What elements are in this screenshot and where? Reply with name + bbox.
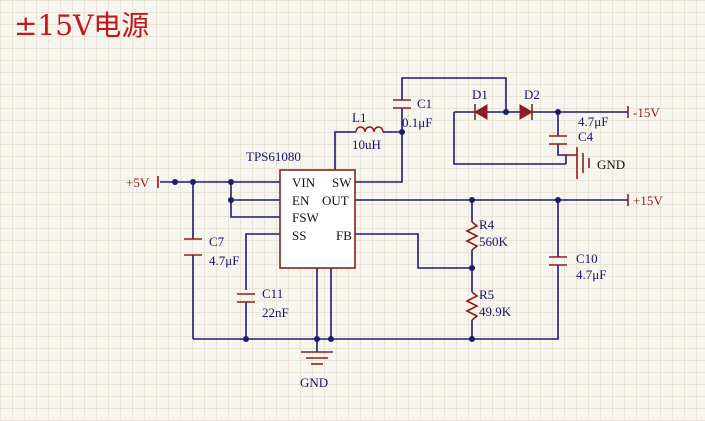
net-label-plus5v: +5V	[126, 175, 150, 190]
port-plus5v: +5V	[126, 175, 159, 190]
pin-fb: FB	[336, 228, 352, 243]
junction-dots	[172, 109, 561, 342]
resistor-r4: R4 560K	[465, 217, 509, 251]
c10-ref: C10	[576, 251, 598, 266]
r5-value: 49.9K	[479, 304, 512, 319]
r4-value: 560K	[479, 234, 509, 249]
c7-value: 4.7μF	[209, 253, 239, 268]
diode-d1: D1	[472, 87, 488, 120]
r4-ref: R4	[479, 217, 495, 232]
resistor-r5: R5 49.9K	[465, 287, 512, 321]
capacitor-c1: C1 0.1μF	[393, 96, 432, 130]
c11-value: 22nF	[262, 305, 289, 320]
c11-ref: C11	[262, 286, 283, 301]
net-label-gnd-right: GND	[597, 157, 625, 172]
port-plus15v: +15V	[627, 193, 663, 208]
c1-value: 0.1μF	[402, 115, 432, 130]
c10-value: 4.7μF	[576, 267, 606, 282]
pin-sw: SW	[332, 175, 352, 190]
capacitor-c11: C11 22nF	[237, 286, 289, 320]
capacitor-c4: 4.7μF C4	[549, 114, 608, 145]
pin-vin: VIN	[292, 175, 316, 190]
c4-value: 4.7μF	[578, 114, 608, 129]
c1-ref: C1	[417, 96, 432, 111]
c7-ref: C7	[209, 234, 225, 249]
wiring	[160, 77, 628, 352]
l1-value: 10uH	[352, 137, 381, 152]
l1-ref: L1	[352, 110, 366, 125]
r5-ref: R5	[479, 287, 494, 302]
ground-symbol-right: GND	[566, 147, 625, 179]
capacitor-c10: C10 4.7μF	[549, 251, 606, 282]
diode-d2: D2	[519, 87, 540, 120]
net-label-plus15v: +15V	[633, 193, 663, 208]
page-title: ±15V电源	[14, 9, 149, 42]
pin-en: EN	[292, 193, 310, 208]
d2-ref: D2	[524, 87, 540, 102]
d1-ref: D1	[472, 87, 488, 102]
inductor-l1: L1 10uH	[352, 110, 384, 152]
pin-ss: SS	[292, 228, 306, 243]
ic-part-number: TPS61080	[246, 149, 301, 164]
net-label-gnd-bottom: GND	[300, 375, 328, 390]
port-minus15v: -15V	[627, 105, 660, 120]
capacitor-c7: C7 4.7μF	[184, 234, 239, 268]
ic-tps61080: TPS61080 VIN SW EN OUT FSW SS FB	[246, 149, 356, 269]
net-label-minus15v: -15V	[633, 105, 660, 120]
c4-ref: C4	[578, 129, 594, 144]
pin-fsw: FSW	[292, 210, 319, 225]
pin-out: OUT	[322, 193, 349, 208]
ground-symbol-bottom: GND	[300, 351, 333, 390]
